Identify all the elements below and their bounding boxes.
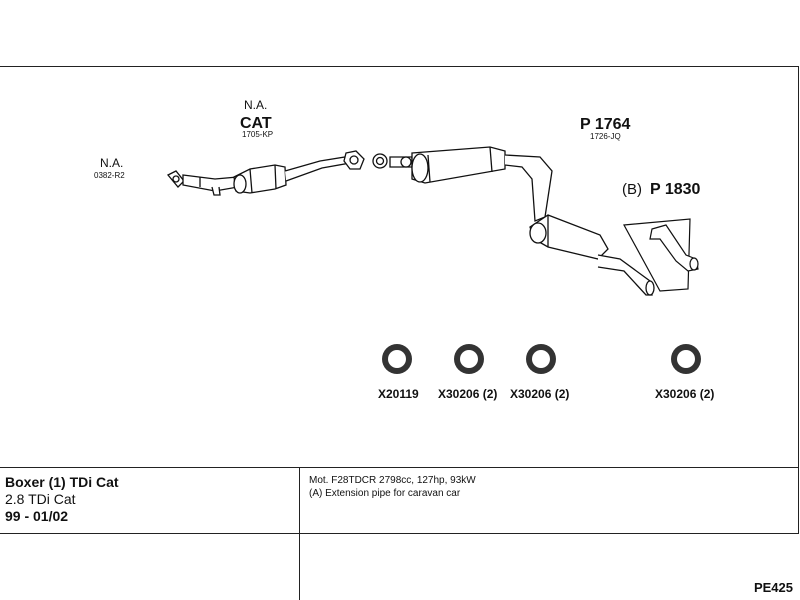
intermediate-pipe: [372, 153, 413, 169]
exhaust-diagram: N.A. CAT 1705-KP N.A. 0382-R2 P 1764 172…: [0, 67, 800, 467]
label-na-top: N.A.: [244, 98, 267, 112]
label-na-left: N.A.: [100, 156, 123, 170]
parts-sheet: N.A. CAT 1705-KP N.A. 0382-R2 P 1764 172…: [0, 66, 800, 600]
extension-note: (A) Extension pipe for caravan car: [309, 488, 461, 499]
gasket-ring-4: [671, 344, 701, 374]
motor-note: Mot. F28TDCR 2798cc, 127hp, 93kW: [309, 475, 476, 486]
vehicle-years: 99 - 01/02: [5, 508, 69, 524]
center-silencer: [411, 146, 553, 222]
label-p1830: P 1830: [650, 181, 701, 198]
vehicle-model: Boxer (1) TDi Cat: [5, 474, 119, 490]
label-b-prefix: (B): [622, 181, 642, 198]
diagram-code: PE425: [753, 580, 793, 595]
vehicle-info: Boxer (1) TDi Cat 2.8 TDi Cat 99 - 01/02: [0, 467, 300, 600]
gasket-code-4: X30206 (2): [655, 387, 714, 401]
gasket-ring-3: [526, 344, 556, 374]
rear-silencer: [529, 214, 655, 296]
gasket-code-1: X20119: [378, 387, 419, 401]
gasket-ring-1: [382, 344, 412, 374]
front-pipe: [166, 170, 239, 196]
vehicle-engine: 2.8 TDi Cat: [5, 491, 76, 507]
cat-outlet-flange: [343, 150, 365, 170]
label-cat: CAT: [240, 115, 272, 132]
catalytic-converter: [233, 156, 352, 194]
label-p1764: P 1764: [580, 116, 631, 133]
extension-pipe: [623, 218, 699, 292]
gasket-ring-2: [454, 344, 484, 374]
label-p1764-ref: 1726-JQ: [590, 132, 621, 141]
label-cat-ref: 1705-KP: [242, 130, 273, 139]
gasket-code-3: X30206 (2): [510, 387, 569, 401]
notes-panel: Mot. F28TDCR 2798cc, 127hp, 93kW (A) Ext…: [300, 467, 799, 600]
label-na-left-ref: 0382-R2: [94, 171, 125, 180]
exhaust-drawing: N.A. CAT 1705-KP N.A. 0382-R2 P 1764 172…: [94, 98, 714, 401]
gasket-code-2: X30206 (2): [438, 387, 497, 401]
